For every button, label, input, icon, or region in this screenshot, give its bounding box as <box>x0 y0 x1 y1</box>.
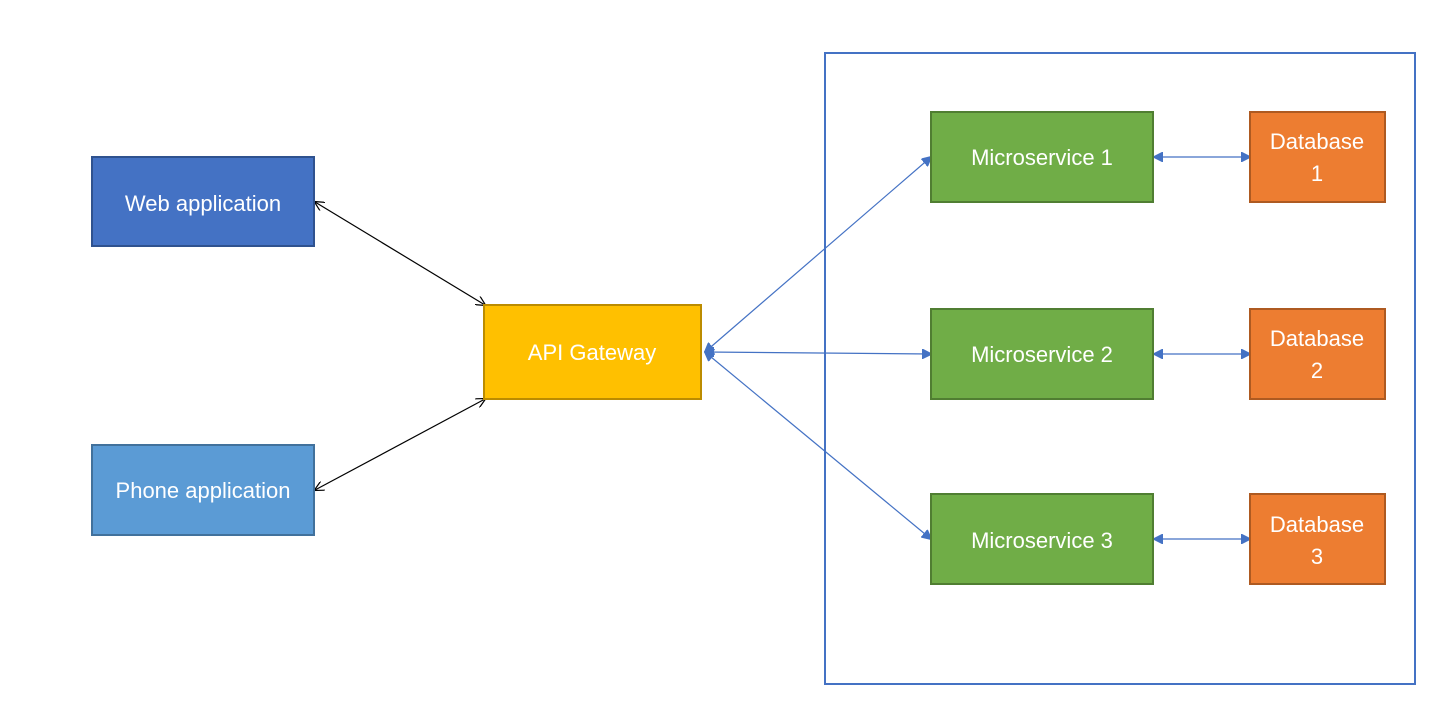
node-api-gateway: API Gateway <box>483 304 702 400</box>
node-database-2: Database 2 <box>1249 308 1386 400</box>
node-label-line-1: Database <box>1270 326 1364 351</box>
node-box <box>1249 308 1386 400</box>
node-database-1: Database 1 <box>1249 111 1386 203</box>
node-label: Web application <box>125 191 281 216</box>
node-box <box>1249 493 1386 585</box>
node-label-line-2: 2 <box>1311 358 1323 383</box>
node-label: API Gateway <box>528 340 656 365</box>
connector-gateway-to-microservice-3 <box>705 352 931 539</box>
node-microservice-1: Microservice 1 <box>930 111 1154 203</box>
node-label-line-2: 1 <box>1311 161 1323 186</box>
node-label: Phone application <box>116 478 291 503</box>
connector-gateway-to-microservice-2 <box>705 352 931 354</box>
node-box <box>91 444 315 536</box>
node-box <box>930 308 1154 400</box>
node-web-application: Web application <box>91 156 315 247</box>
node-box <box>91 156 315 247</box>
node-microservice-3: Microservice 3 <box>930 493 1154 585</box>
connector-gateway-to-microservice-1 <box>705 157 931 352</box>
connector-web-to-gateway <box>315 202 485 305</box>
node-label-line-1: Database <box>1270 512 1364 537</box>
node-box <box>930 493 1154 585</box>
node-box <box>483 304 702 400</box>
node-database-3: Database 3 <box>1249 493 1386 585</box>
node-label: Microservice 2 <box>971 342 1113 367</box>
node-phone-application: Phone application <box>91 444 315 536</box>
node-microservice-2: Microservice 2 <box>930 308 1154 400</box>
node-label-line-2: 3 <box>1311 544 1323 569</box>
connector-phone-to-gateway <box>315 399 485 490</box>
node-label-line-1: Database <box>1270 129 1364 154</box>
node-label: Microservice 3 <box>971 528 1113 553</box>
node-box <box>1249 111 1386 203</box>
node-label: Microservice 1 <box>971 145 1113 170</box>
node-box <box>930 111 1154 203</box>
